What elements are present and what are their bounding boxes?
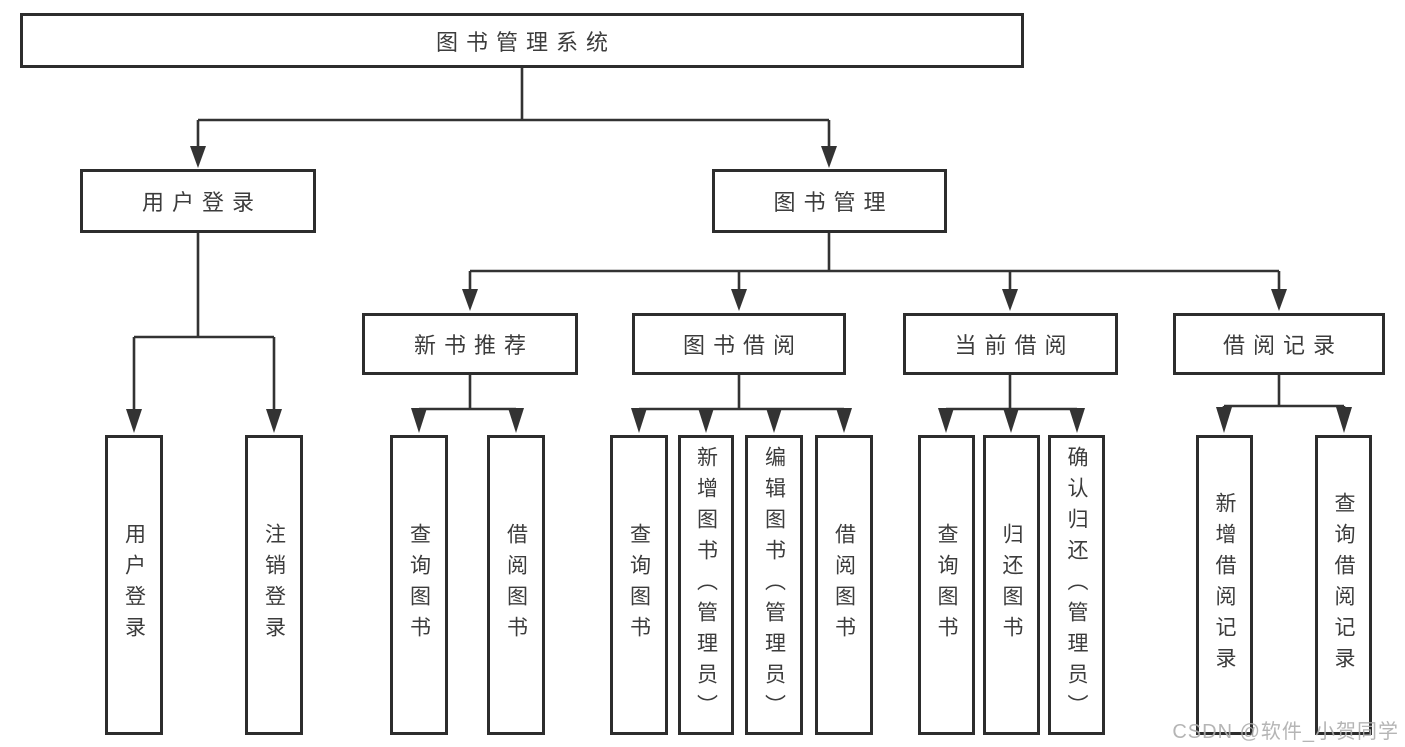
- node-label: 用户登录: [122, 523, 146, 647]
- node-label: 新增图书（管理员）: [694, 445, 718, 725]
- leaf-logout: 注销登录: [245, 435, 303, 735]
- leaf-query-books-recommend: 查询图书: [390, 435, 448, 735]
- node-label: 注销登录: [262, 523, 286, 647]
- node-label: 新增借阅记录: [1213, 492, 1237, 678]
- node-library-management-system: 图书管理系统: [20, 13, 1024, 68]
- leaf-query-books-current: 查询图书: [918, 435, 975, 735]
- node-user-login: 用户登录: [80, 169, 316, 233]
- node-book-management: 图书管理: [712, 169, 947, 233]
- leaf-borrow-books-borrowing: 借阅图书: [815, 435, 873, 735]
- node-label: 编辑图书（管理员）: [762, 445, 786, 725]
- node-label: 查询图书: [407, 523, 431, 647]
- leaf-user-login: 用户登录: [105, 435, 163, 735]
- leaf-return-books: 归还图书: [983, 435, 1040, 735]
- arrowheads: [126, 146, 1352, 433]
- node-new-book-recommendation: 新书推荐: [362, 313, 578, 375]
- node-label: 当前借阅: [954, 333, 1075, 358]
- leaf-edit-books-admin: 编辑图书（管理员）: [745, 435, 803, 735]
- node-label: 图书管理: [773, 190, 894, 215]
- node-label: 查询图书: [935, 523, 959, 647]
- node-label: 用户登录: [141, 190, 262, 215]
- node-label: 借阅图书: [504, 523, 528, 647]
- node-label: 归还图书: [1000, 523, 1024, 647]
- node-label: 借阅图书: [832, 523, 856, 647]
- node-label: 确认归还（管理员）: [1065, 445, 1089, 725]
- leaf-add-books-admin: 新增图书（管理员）: [678, 435, 734, 735]
- node-label: 借阅记录: [1222, 333, 1343, 358]
- node-label: 图书管理系统: [435, 29, 616, 55]
- csdn-watermark: CSDN @软件_小贺同学: [1172, 721, 1399, 743]
- node-book-borrowing: 图书借阅: [632, 313, 846, 375]
- node-label: 新书推荐: [413, 333, 534, 358]
- node-borrowing-records: 借阅记录: [1173, 313, 1385, 375]
- node-current-borrowing: 当前借阅: [903, 313, 1118, 375]
- leaf-query-borrow-record: 查询借阅记录: [1315, 435, 1372, 735]
- leaf-confirm-return-admin: 确认归还（管理员）: [1048, 435, 1105, 735]
- node-label: 查询图书: [627, 523, 651, 647]
- leaf-borrow-books-recommend: 借阅图书: [487, 435, 545, 735]
- leaf-query-books-borrowing: 查询图书: [610, 435, 668, 735]
- node-label: 图书借阅: [682, 333, 803, 358]
- leaf-add-borrow-record: 新增借阅记录: [1196, 435, 1253, 735]
- node-label: 查询借阅记录: [1332, 492, 1356, 678]
